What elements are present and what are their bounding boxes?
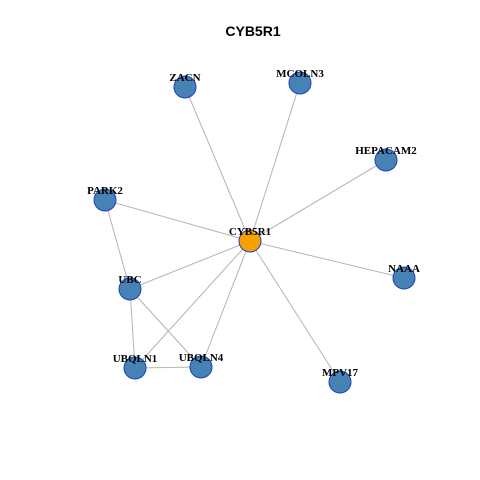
edge-cyb5r1-mcoln3 [249, 82, 301, 242]
edge-cyb5r1-zacn [184, 86, 251, 242]
edge-cyb5r1-hepacam2 [249, 159, 387, 242]
edge-park2-ubc [104, 199, 131, 290]
node-label-mpv17: MPV17 [322, 367, 359, 379]
node-label-ubqln1: UBQLN1 [113, 353, 158, 365]
node-label-cyb5r1: CYB5R1 [229, 226, 271, 238]
edge-cyb5r1-naaa [249, 240, 405, 279]
node-mcoln3[interactable] [288, 71, 312, 95]
edge-cyb5r1-mpv17 [249, 240, 341, 383]
diagram-title: CYB5R1 [225, 23, 280, 39]
node-park2[interactable] [93, 188, 117, 212]
node-label-hepacam2: HEPACAM2 [355, 145, 417, 157]
edge-cyb5r1-ubqln1 [134, 240, 251, 369]
node-label-ubqln4: UBQLN4 [179, 352, 224, 364]
node-mpv17[interactable] [328, 370, 352, 394]
node-label-zacn: ZACN [169, 72, 200, 84]
node-label-mcoln3: MCOLN3 [276, 68, 324, 80]
node-label-naaa: NAAA [388, 263, 420, 275]
edge-ubc-ubqln4 [129, 288, 202, 368]
node-cyb5r1[interactable] [238, 229, 262, 253]
node-label-ubc: UBC [118, 274, 141, 286]
node-ubc[interactable] [118, 277, 142, 301]
edge-cyb5r1-park2 [104, 199, 251, 242]
node-label-park2: PARK2 [87, 185, 123, 197]
edge-cyb5r1-ubqln4 [200, 240, 251, 368]
node-hepacam2[interactable] [374, 148, 398, 172]
node-ubqln4[interactable] [189, 355, 213, 379]
edge-layer [104, 82, 405, 383]
node-naaa[interactable] [392, 266, 416, 290]
edge-cyb5r1-ubc [129, 240, 251, 290]
edge-ubc-ubqln1 [129, 288, 136, 369]
node-zacn[interactable] [173, 75, 197, 99]
node-ubqln1[interactable] [123, 356, 147, 380]
